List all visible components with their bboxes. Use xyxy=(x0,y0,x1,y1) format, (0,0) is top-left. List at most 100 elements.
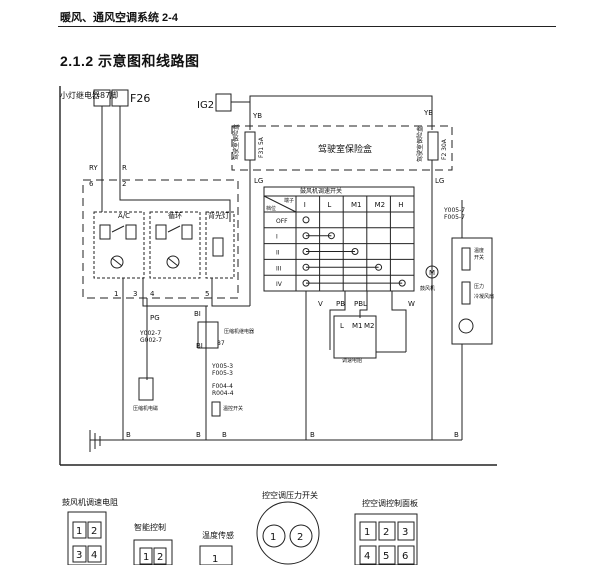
cooling-fan-motor xyxy=(458,318,474,334)
blower-motor-label: 鼓风机 xyxy=(420,285,435,292)
conn-mid-1: Y005-3 xyxy=(211,363,233,370)
bs-row-2: II xyxy=(276,250,280,257)
recirc-switch-module xyxy=(149,211,201,279)
bs-contact xyxy=(398,279,406,287)
svg-text:M: M xyxy=(429,269,435,277)
pin-a-4: 4 xyxy=(91,550,97,561)
fuse-left xyxy=(244,131,256,161)
wire-code-r: R xyxy=(122,164,127,172)
pin-a-1: 1 xyxy=(76,526,82,537)
panel-pin-2: 2 xyxy=(122,180,126,188)
bs-col-1: L xyxy=(327,201,331,209)
blower-switch-title: 鼓风机调速开关 xyxy=(300,187,342,195)
compressor-label: 压缩机电磁 xyxy=(133,405,158,412)
page-header: 暖风、通风空调系统 2-4 xyxy=(60,12,178,24)
recirc-label: 循环 xyxy=(168,211,182,220)
fuse-box-outline xyxy=(231,125,453,171)
panel-pin-6: 6 xyxy=(89,180,94,188)
panel-pin-3: 3 xyxy=(133,290,137,298)
wire-code-pbl: PBL xyxy=(354,300,367,308)
bs-row-3: III xyxy=(276,265,282,272)
defrost-module xyxy=(205,211,235,279)
thermo-sub-2: 开关 xyxy=(474,254,484,261)
pressure-switch-outline xyxy=(256,501,320,565)
res-pin-m1: M1 xyxy=(352,322,363,330)
fan-label: 冷凝风扇 xyxy=(474,293,494,300)
bottom-sensor-conn-label: 温度传感 xyxy=(202,530,234,540)
wire-code-b-4: B xyxy=(310,431,315,439)
pressure-label: 压力 xyxy=(474,283,484,290)
wire-code-yb-2: YB xyxy=(423,109,433,117)
wire-code-b-5: B xyxy=(454,431,459,439)
wire-code-lg-1: LG xyxy=(254,177,263,185)
pin-c-1: 1 xyxy=(212,554,218,565)
pin-e-2: 2 xyxy=(383,527,389,538)
conn-right-2: F005-7 xyxy=(444,214,465,221)
pin-b-2: 2 xyxy=(157,552,163,563)
thermo-label: 温控开关 xyxy=(223,405,243,412)
bs-row-0: OFF xyxy=(276,218,288,225)
bs-row-1: I xyxy=(276,234,278,241)
fuse-right xyxy=(427,131,439,161)
pin-a-2: 2 xyxy=(91,526,97,537)
fuse-left-label: 驾驶室保险盒 xyxy=(232,124,240,160)
bs-contact xyxy=(327,232,335,240)
panel-pin-1: 1 xyxy=(114,290,118,298)
conn-right-1: Y005-7 xyxy=(443,207,465,214)
pin-b-1: 1 xyxy=(143,552,149,563)
defrost-label: 背光灯 xyxy=(208,211,229,220)
panel-pin-4: 4 xyxy=(150,290,155,298)
wire-code-pb: PB xyxy=(336,300,345,308)
wire-code-v: V xyxy=(318,300,323,308)
conn-left-2: G002-7 xyxy=(140,337,162,344)
ac-label: A/C xyxy=(118,212,130,220)
bs-header-left: 档位 xyxy=(266,205,276,212)
ac-switch-module xyxy=(93,211,145,279)
header-rule xyxy=(58,26,556,27)
fuse-right-label: 驾驶室保险盒 xyxy=(416,126,424,162)
pin-e-5: 5 xyxy=(383,551,389,562)
bottom-temp-conn-label: 智能控制 xyxy=(134,522,166,532)
res-pin-l: L xyxy=(340,322,344,330)
panel-pin-5: 5 xyxy=(205,290,209,298)
bs-row-4: IV xyxy=(276,281,283,288)
compressor-box xyxy=(138,377,154,401)
wire-code-b-1: B xyxy=(126,431,131,439)
pin-87: 87 xyxy=(217,340,225,347)
speed-resistor xyxy=(333,315,377,359)
bs-contact xyxy=(375,263,383,271)
conn-mid2-1: F004-4 xyxy=(212,383,233,390)
ac-panel-outline xyxy=(82,179,239,299)
ig2-box xyxy=(215,93,232,112)
conn-mid-2: F005-3 xyxy=(212,370,233,377)
bs-col-2: M1 xyxy=(351,201,362,209)
section-title: 2.1.2 示意图和线路图 xyxy=(60,53,200,69)
ig2-label: IG2 xyxy=(197,100,214,111)
pin-e-3: 3 xyxy=(402,527,408,538)
wire-code-lg-2: LG xyxy=(435,177,444,185)
wire-code-bl: BI xyxy=(196,342,203,350)
pin-d-1: 1 xyxy=(270,532,276,543)
bottom-panel-label: 控空调控制面板 xyxy=(362,498,418,508)
bs-contact xyxy=(302,216,310,224)
conn-left-1: Y002-7 xyxy=(139,330,161,337)
wire-code-pg: PG xyxy=(150,314,160,322)
pin-e-1: 1 xyxy=(364,527,370,538)
small-light-relay-label: 小灯继电器87脚 xyxy=(60,90,118,100)
f26-label: F26 xyxy=(130,92,150,105)
bottom-blower-conn-label: 鼓风机调速电阻 xyxy=(62,497,118,507)
bs-col-3: M2 xyxy=(375,201,386,209)
bs-col-0: I xyxy=(304,201,306,209)
wire-code-bi: BI xyxy=(194,310,201,318)
ac-relay xyxy=(197,321,219,349)
fuse-left-id: F31 5A xyxy=(258,136,265,158)
pin-e-6: 6 xyxy=(402,551,408,562)
resistor-label: 调速电阻 xyxy=(342,357,362,364)
blower-motor xyxy=(425,265,439,279)
bottom-selector-label: 控空调压力开关 xyxy=(262,490,318,500)
wire-code-b-2: B xyxy=(196,431,201,439)
fuse-box-label: 驾驶室保险盒 xyxy=(318,143,372,155)
bs-contact xyxy=(351,248,359,255)
